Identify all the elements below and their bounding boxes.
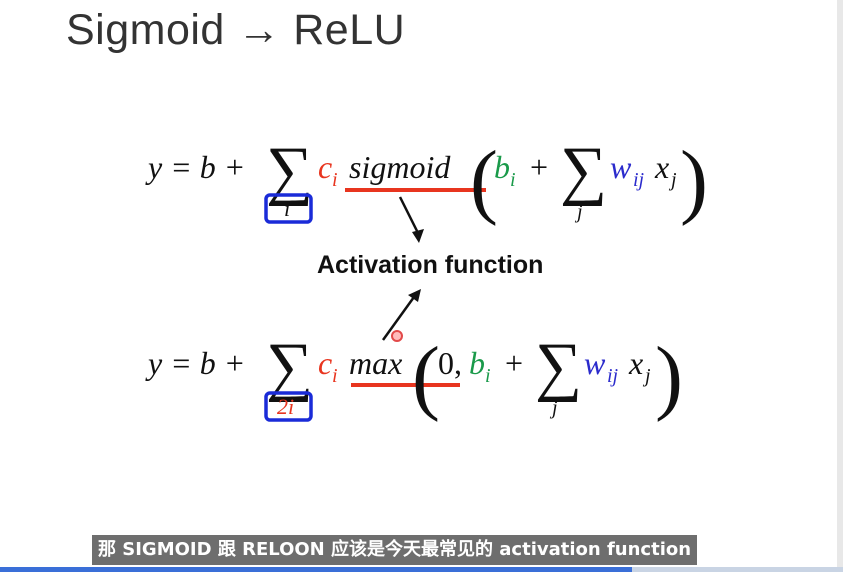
eq1-func: sigmoid xyxy=(349,149,451,185)
arrow-up xyxy=(381,296,416,341)
arrow-up-head xyxy=(408,289,421,302)
eq2-lhs: y = b + xyxy=(145,345,245,381)
eq1-plus: + xyxy=(530,149,548,185)
eq2-open-paren: ( xyxy=(412,330,440,423)
eq1-close-paren: ) xyxy=(680,134,708,227)
eq2-input-sub: j xyxy=(642,365,651,387)
eq2-index-box xyxy=(264,391,313,422)
eq2-bias-sub: i xyxy=(485,365,491,387)
eq1-open-paren: ( xyxy=(470,134,498,227)
eq1-sum-index: i xyxy=(284,196,290,221)
eq1-index-box xyxy=(264,193,313,224)
eq2-input: x xyxy=(628,345,643,381)
eq1-input-sub: j xyxy=(668,169,677,191)
eq2-zero: 0, xyxy=(438,345,462,381)
video-progress-fill xyxy=(0,567,633,572)
eq1-input: x xyxy=(654,149,669,185)
eq2-sum-symbol: ∑ xyxy=(266,330,313,403)
equation-sigmoid: y = b + ∑ i c i sigmoid ( b i + ∑ j w ij… xyxy=(145,134,708,227)
arrow-down-head xyxy=(412,229,424,243)
video-progress-bar[interactable] xyxy=(0,567,843,572)
arrows xyxy=(381,196,424,341)
slide-edge xyxy=(837,0,843,572)
eq2-plus: + xyxy=(505,345,523,381)
eq2-weight: w xyxy=(584,345,606,381)
eq1-inner-index: j xyxy=(574,201,583,223)
arrow-down xyxy=(398,196,421,236)
eq1-lhs: y = b + xyxy=(145,149,245,185)
eq1-weight-sub: ij xyxy=(633,169,645,191)
slide-title: Sigmoid → ReLU xyxy=(66,6,406,54)
eq2-inner-sum: ∑ xyxy=(535,330,582,403)
video-subtitle: 那 SIGMOID 跟 RELOON 应该是今天最常见的 activation … xyxy=(92,535,698,565)
eq1-bias-sub: i xyxy=(510,169,516,191)
pointer-cursor-icon xyxy=(391,330,403,342)
eq1-coef: c xyxy=(318,149,332,185)
eq2-inner-index: j xyxy=(549,397,558,419)
eq1-coef-sub: i xyxy=(332,169,338,191)
eq2-weight-sub: ij xyxy=(607,365,619,387)
eq1-weight: w xyxy=(610,149,632,185)
eq1-bias: b xyxy=(494,149,510,185)
eq2-coef-sub: i xyxy=(332,365,338,387)
activation-function-label: Activation function xyxy=(317,251,544,279)
eq2-close-paren: ) xyxy=(655,330,683,423)
eq2-sum-index: 2i xyxy=(277,394,294,419)
eq2-coef: c xyxy=(318,345,332,381)
equation-relu: y = b + ∑ 2i c i max ( 0, b i + ∑ j w ij… xyxy=(145,330,683,423)
eq1-inner-sum: ∑ xyxy=(560,134,607,207)
eq2-bias: b xyxy=(469,345,485,381)
eq2-func: max xyxy=(349,345,402,381)
